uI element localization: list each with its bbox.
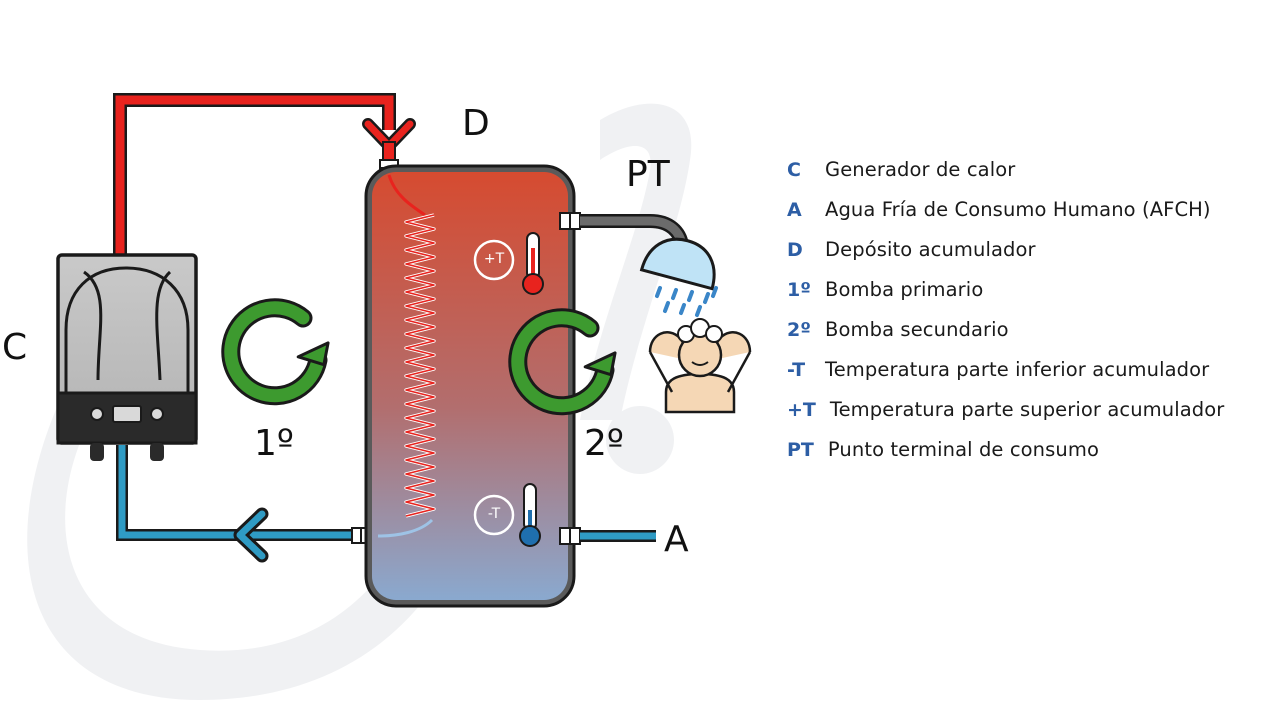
- legend-text: Temperatura parte inferior acumulador: [825, 358, 1210, 381]
- label-heat-generator: C: [2, 327, 28, 368]
- legend-code: D: [787, 239, 803, 261]
- shower-head-icon: [639, 237, 718, 317]
- hot-supply-pipe: [113, 93, 396, 255]
- legend-text: Bomba secundario: [825, 318, 1009, 341]
- thermometer-lower-icon: [473, 483, 541, 547]
- label-temp-upper: +T: [483, 251, 505, 267]
- legend-text: Generador de calor: [825, 158, 1016, 181]
- legend-item: A Agua Fría de Consumo Humano (AFCH): [787, 198, 1277, 238]
- pump-primary-icon: [221, 298, 330, 406]
- heating-coil-icon: [377, 174, 436, 538]
- legend-code: 1º: [787, 279, 811, 301]
- legend-text: Punto terminal de consumo: [827, 438, 1099, 461]
- pump-secondary-icon: [508, 308, 617, 416]
- legend-text: Agua Fría de Consumo Humano (AFCH): [825, 198, 1211, 221]
- legend-code: PT: [787, 439, 814, 461]
- legend-code: 2º: [787, 319, 811, 341]
- person-showering-icon: [648, 318, 752, 414]
- cold-water-inlet-pipe: [559, 527, 656, 545]
- boiler-icon: [56, 253, 198, 461]
- legend-code: +T: [787, 399, 816, 421]
- legend-code: A: [787, 199, 802, 221]
- legend-item: C Generador de calor: [787, 158, 1277, 198]
- legend-text: Temperatura parte superior acumulador: [829, 398, 1225, 421]
- legend-item: 1º Bomba primario: [787, 278, 1277, 318]
- label-pump-primary: 1º: [254, 423, 294, 464]
- legend-text: Depósito acumulador: [825, 238, 1036, 261]
- label-cold-water: A: [664, 519, 689, 560]
- legend-item: -T Temperatura parte inferior acumulador: [787, 358, 1277, 398]
- legend-item: 2º Bomba secundario: [787, 318, 1277, 358]
- legend-code: -T: [787, 359, 806, 381]
- storage-tank-icon: [364, 164, 576, 608]
- legend-code: C: [787, 159, 801, 181]
- legend-item: D Depósito acumulador: [787, 238, 1277, 278]
- label-temp-lower: -T: [487, 506, 501, 522]
- label-pump-secondary: 2º: [584, 423, 624, 464]
- label-storage-tank: D: [462, 103, 490, 144]
- legend-item: PT Punto terminal de consumo: [787, 438, 1277, 478]
- legend-text: Bomba primario: [825, 278, 984, 301]
- thermometer-upper-icon: [473, 232, 544, 295]
- label-terminal-point: PT: [626, 154, 670, 195]
- legend-item: +T Temperatura parte superior acumulador: [787, 398, 1277, 438]
